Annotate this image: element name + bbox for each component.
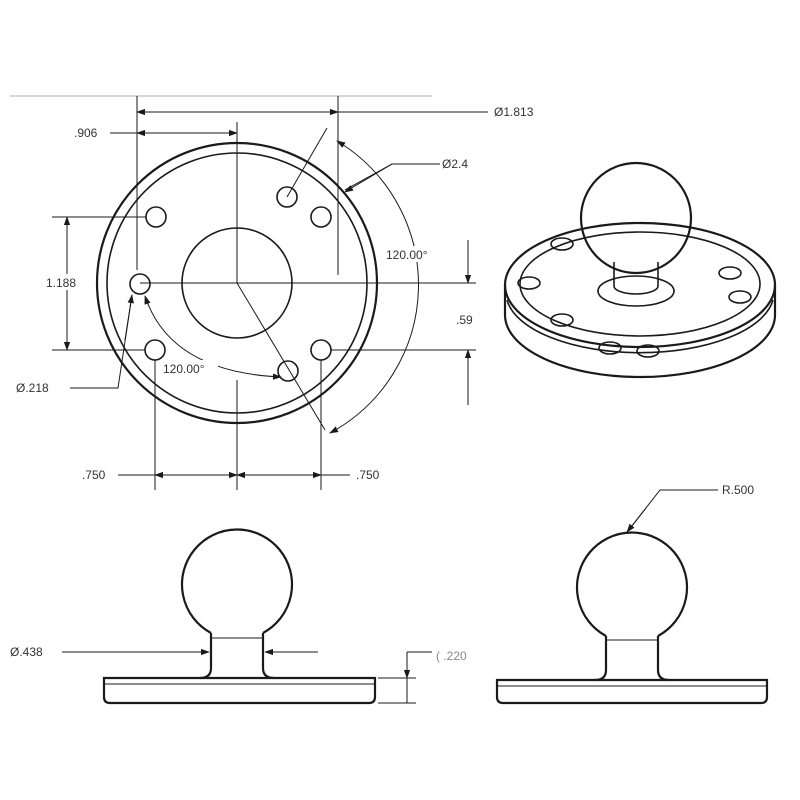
base-top-ellipse bbox=[503, 221, 777, 349]
dim-text-24: Ø2.4 bbox=[442, 157, 468, 171]
center-line bbox=[236, 282, 326, 431]
leader-line bbox=[627, 489, 718, 532]
mounting-hole bbox=[550, 313, 574, 327]
dim-text-438: Ø.438 bbox=[10, 645, 43, 659]
mounting-hole bbox=[310, 206, 332, 228]
dim-diameter-438: Ø.438 bbox=[10, 645, 318, 659]
dim-text-r500: R.500 bbox=[722, 483, 754, 497]
dim-text-120-bottom: 120.00° bbox=[163, 362, 205, 376]
angle-arc bbox=[329, 140, 419, 434]
mounting-hole bbox=[728, 290, 752, 304]
mounting-hole bbox=[276, 186, 298, 208]
leader-arrow bbox=[344, 163, 393, 193]
ball bbox=[180, 528, 294, 634]
neck bbox=[199, 633, 275, 680]
mounting-hole bbox=[718, 266, 742, 280]
dim-text-1188: 1.188 bbox=[46, 276, 76, 290]
dim-59: .59 bbox=[331, 240, 476, 405]
leader-arrow bbox=[626, 507, 647, 533]
dim-angle-120-right: 120.00° bbox=[286, 127, 440, 434]
mounting-hole bbox=[517, 276, 541, 290]
dim-text-906: .906 bbox=[74, 126, 98, 140]
dim-angle-120-bottom: 120.00° bbox=[144, 295, 282, 380]
dim-text-220: ( .220 bbox=[436, 649, 467, 663]
dim-220: ( .220 bbox=[378, 649, 467, 704]
base-edge bbox=[506, 299, 774, 354]
dim-radius-500: R.500 bbox=[626, 483, 754, 533]
mounting-hole bbox=[636, 344, 660, 358]
dim-diameter-218: Ø.218 bbox=[16, 294, 134, 395]
base-plate bbox=[102, 676, 377, 705]
neck bbox=[594, 636, 670, 682]
text-mask bbox=[384, 246, 440, 262]
dim-text-750-right: .750 bbox=[356, 468, 380, 482]
isometric-view bbox=[503, 161, 777, 379]
base-side bbox=[503, 285, 777, 379]
mounting-hole bbox=[145, 206, 167, 228]
mounting-hole bbox=[144, 339, 166, 361]
leader-arrow bbox=[124, 294, 134, 341]
dim-text-750-left: .750 bbox=[82, 468, 106, 482]
side-view bbox=[495, 531, 769, 705]
leader-line bbox=[344, 163, 440, 191]
extension-line bbox=[286, 127, 328, 198]
text-mask bbox=[40, 274, 84, 290]
leader-line bbox=[70, 294, 133, 389]
dim-diameter-24: Ø2.4 bbox=[344, 157, 468, 193]
mounting-hole bbox=[550, 237, 574, 251]
mounting-hole bbox=[129, 273, 151, 295]
ball bbox=[575, 531, 689, 637]
base-inner-ellipse bbox=[519, 231, 761, 337]
dim-text-1813: Ø1.813 bbox=[494, 105, 534, 119]
mounting-hole bbox=[310, 339, 332, 361]
ball bbox=[579, 161, 693, 275]
text-mask bbox=[160, 360, 218, 376]
front-view bbox=[102, 528, 377, 705]
dim-750-pair: .750 .750 bbox=[82, 360, 380, 490]
mounting-hole bbox=[277, 360, 299, 382]
dim-1188: 1.188 bbox=[40, 216, 146, 351]
angle-arc bbox=[144, 295, 282, 380]
dim-text-59: .59 bbox=[456, 313, 473, 327]
top-view bbox=[95, 122, 476, 431]
base-plate bbox=[495, 678, 769, 705]
neck-base-ring bbox=[597, 275, 675, 307]
dim-diameter-1813: Ø1.813 bbox=[136, 96, 534, 275]
mounting-hole bbox=[598, 341, 622, 355]
dim-text-218: Ø.218 bbox=[16, 381, 49, 395]
neck bbox=[613, 262, 659, 295]
dim-906: .906 bbox=[74, 126, 238, 140]
dim-text-120-right: 120.00° bbox=[386, 248, 428, 262]
